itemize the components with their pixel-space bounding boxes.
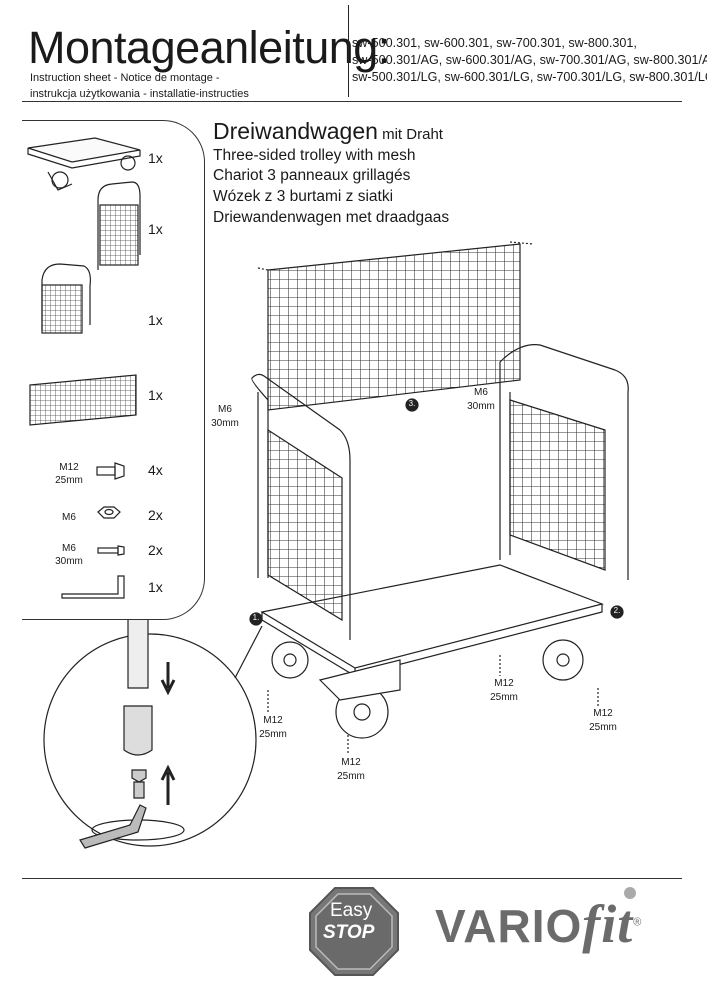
platform-thumbnail bbox=[27, 137, 141, 191]
screw-length: 30mm bbox=[211, 418, 239, 429]
part-qty: 1x bbox=[148, 312, 163, 328]
subtitle-line-1: Instruction sheet - Notice de montage - bbox=[30, 72, 220, 84]
screw-marks bbox=[267, 655, 599, 755]
m6-screw-label: M6 30mm bbox=[206, 403, 244, 431]
part-qty: 1x bbox=[148, 221, 163, 237]
header-rule bbox=[22, 101, 682, 102]
back-mesh-panel bbox=[257, 241, 534, 411]
product-title-nl: Driewandenwagen met draadgaas bbox=[213, 209, 450, 226]
part-qty: 4x bbox=[148, 462, 163, 478]
allen-key-thumbnail bbox=[61, 575, 125, 599]
subtitle-line-2: instrukcja użytkowania - installatie-ins… bbox=[30, 88, 249, 100]
page-title: Montageanleitung: bbox=[28, 22, 390, 73]
easystop-logo-line2: STOP bbox=[323, 922, 375, 943]
part-qty: 2x bbox=[148, 507, 163, 523]
part-spec-length: 25mm bbox=[55, 475, 83, 486]
screw-length: 25mm bbox=[259, 729, 287, 740]
screw-size: M12 bbox=[593, 708, 613, 719]
m12-screw-label: M12 25mm bbox=[332, 756, 370, 784]
screw-length: 25mm bbox=[337, 771, 365, 782]
side-panel-thumbnail bbox=[97, 181, 141, 270]
part-spec-size: M6 bbox=[62, 543, 76, 554]
step-marker-1: 1. bbox=[252, 613, 260, 622]
nut-thumbnail bbox=[97, 506, 121, 519]
product-title-pl: Wózek z 3 burtami z siatki bbox=[213, 188, 394, 205]
screw-size: M12 bbox=[494, 678, 514, 689]
model-list-line: sw-500.301/LG, sw-600.301/LG, sw-700.301… bbox=[352, 70, 707, 84]
screw-length: 25mm bbox=[490, 692, 518, 703]
part-spec: M12 25mm bbox=[52, 461, 86, 487]
screw-length: 25mm bbox=[589, 722, 617, 733]
product-title-suffix: mit Draht bbox=[377, 126, 443, 143]
m12-screw-label: M12 25mm bbox=[584, 707, 622, 735]
m12-screw-label: M12 25mm bbox=[254, 714, 292, 742]
part-spec-length: 30mm bbox=[55, 556, 83, 567]
m6-screw-label: M6 30mm bbox=[462, 386, 500, 414]
screw-thumbnail bbox=[96, 462, 125, 480]
part-spec-size: M6 bbox=[62, 512, 76, 523]
part-qty: 1x bbox=[148, 387, 163, 403]
model-list-line: sw-500.301/AG, sw-600.301/AG, sw-700.301… bbox=[352, 53, 707, 67]
left-side-panel bbox=[251, 373, 351, 640]
registered-mark: ® bbox=[633, 916, 643, 929]
part-qty: 1x bbox=[148, 150, 163, 166]
part-qty: 1x bbox=[148, 579, 163, 595]
screw-size: M6 bbox=[218, 404, 232, 415]
detail-circle bbox=[43, 620, 263, 849]
wheels bbox=[271, 639, 584, 739]
part-qty: 2x bbox=[148, 542, 163, 558]
m12-screw-label: M12 25mm bbox=[485, 677, 523, 705]
easystop-logo-line1: Easy bbox=[330, 900, 373, 921]
step-marker-2: 2. bbox=[613, 606, 621, 615]
brand-fit: fit bbox=[582, 894, 634, 954]
product-title-en: Three-sided trolley with mesh bbox=[213, 147, 416, 164]
model-list-line: sw-500.301, sw-600.301, sw-700.301, sw-8… bbox=[352, 36, 637, 50]
logo-dot bbox=[624, 887, 636, 899]
screw-size: M12 bbox=[341, 757, 361, 768]
part-spec-size: M12 bbox=[59, 462, 79, 473]
side-panel-thumbnail bbox=[41, 263, 91, 334]
header-divider bbox=[348, 5, 349, 97]
product-title: Dreiwandwagen mit Draht bbox=[213, 118, 443, 145]
mesh-panel-thumbnail bbox=[29, 374, 137, 426]
brand-main: VARIO bbox=[435, 900, 583, 952]
screw-size: M6 bbox=[474, 387, 488, 398]
product-title-fr: Chariot 3 panneaux grillagés bbox=[213, 167, 411, 184]
parts-list-panel bbox=[22, 120, 205, 620]
step-marker-3: 3. bbox=[408, 399, 416, 408]
screw-size: M12 bbox=[263, 715, 283, 726]
product-title-main: Dreiwandwagen bbox=[213, 118, 378, 144]
screw-thumbnail bbox=[97, 545, 125, 556]
variofit-logo: VARIOfit® bbox=[435, 893, 642, 955]
right-side-panel bbox=[499, 344, 629, 580]
part-spec: M6 bbox=[52, 511, 86, 524]
part-spec: M6 30mm bbox=[52, 542, 86, 568]
screw-length: 30mm bbox=[467, 401, 495, 412]
footer-rule bbox=[22, 878, 682, 879]
